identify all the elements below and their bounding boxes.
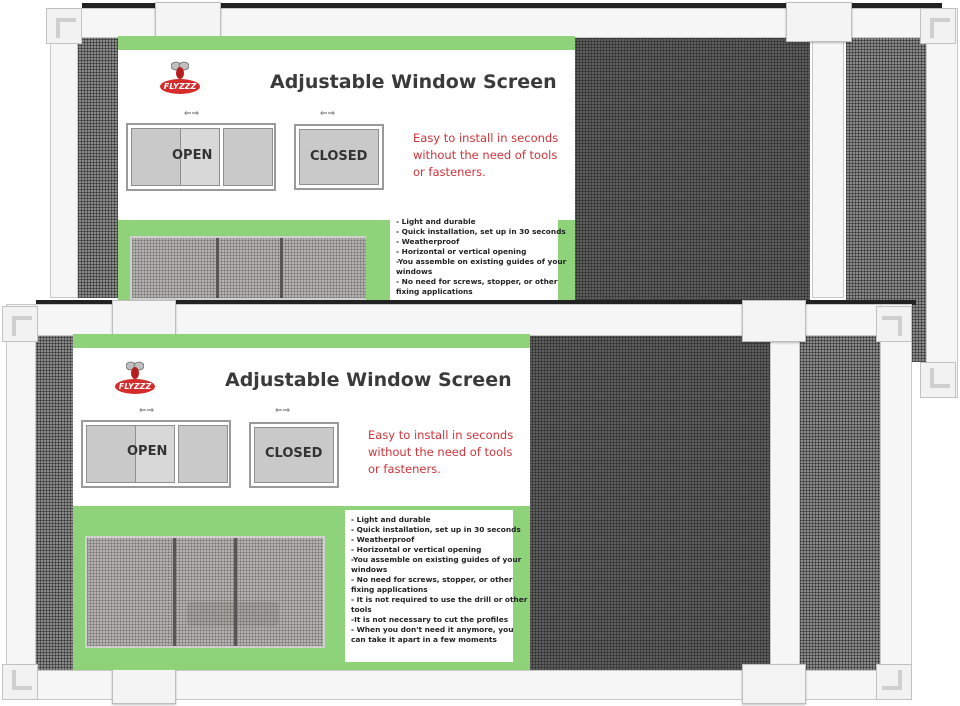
corner-connector xyxy=(876,664,912,700)
corner-connector xyxy=(2,664,38,700)
feature-list: - Light and durable - Quick installation… xyxy=(390,212,566,300)
mesh-panel-left xyxy=(78,38,123,298)
slider-clip xyxy=(786,2,852,42)
closed-label: CLOSED xyxy=(265,446,323,461)
brand-logo: FLYZZZ xyxy=(115,360,155,394)
tagline: Easy to install in seconds without the n… xyxy=(368,428,514,476)
product-label-card: FLYZZZ Adjustable Window Screen ⇐⇒ OPEN … xyxy=(118,36,575,300)
product-photo xyxy=(130,236,366,300)
slider-clip xyxy=(742,300,806,342)
product-photo xyxy=(85,536,325,648)
closed-label: CLOSED xyxy=(310,149,368,164)
frame-right-stile xyxy=(926,8,958,398)
corner-connector xyxy=(46,8,82,44)
open-arrow: ⇐⇒ xyxy=(139,406,155,416)
slider-clip xyxy=(742,664,806,704)
slider-clip xyxy=(112,664,176,704)
brand-name: FLYZZZ xyxy=(160,79,200,94)
window-screen-back: FLYZZZ Adjustable Window Screen ⇐⇒ OPEN … xyxy=(0,0,960,400)
slider-clip xyxy=(112,300,176,340)
brand-logo: FLYZZZ xyxy=(160,60,200,94)
closed-window-diagram xyxy=(249,422,339,488)
mesh-panel-right xyxy=(800,336,880,674)
mesh-panel-center xyxy=(570,38,810,300)
mesh-panel-center xyxy=(526,336,770,674)
closed-arrow: ⇐⇒ xyxy=(275,406,291,416)
brand-name: FLYZZZ xyxy=(115,379,155,394)
corner-connector xyxy=(876,306,912,342)
mesh-panel-left xyxy=(34,336,76,674)
closed-window-diagram xyxy=(294,124,384,190)
tagline: Easy to install in seconds without the n… xyxy=(413,131,559,179)
window-screen-front: FLYZZZ Adjustable Window Screen ⇐⇒ OPEN … xyxy=(0,298,960,706)
product-title: Adjustable Window Screen xyxy=(225,369,512,391)
corner-connector xyxy=(2,306,38,342)
frame-middle-stile xyxy=(770,304,800,700)
frame-left-stile xyxy=(6,304,36,700)
open-label: OPEN xyxy=(127,444,168,459)
corner-connector xyxy=(920,8,956,44)
open-window-diagram xyxy=(126,123,276,191)
frame-left-stile xyxy=(50,8,78,298)
open-arrow: ⇐⇒ xyxy=(184,109,200,119)
fly-icon xyxy=(126,361,144,379)
frame-edge-top xyxy=(36,300,916,305)
closed-arrow: ⇐⇒ xyxy=(320,109,336,119)
product-title: Adjustable Window Screen xyxy=(270,71,557,93)
frame-edge-top xyxy=(82,3,942,8)
slider-clip xyxy=(155,2,221,40)
frame-middle-stile xyxy=(812,8,844,298)
feature-list: - Light and durable - Quick installation… xyxy=(345,510,527,662)
product-label-card: FLYZZZ Adjustable Window Screen ⇐⇒ OPEN … xyxy=(73,334,530,670)
open-label: OPEN xyxy=(172,148,213,163)
frame-right-stile xyxy=(880,304,912,700)
fly-icon xyxy=(171,61,189,79)
open-window-diagram xyxy=(81,420,231,488)
